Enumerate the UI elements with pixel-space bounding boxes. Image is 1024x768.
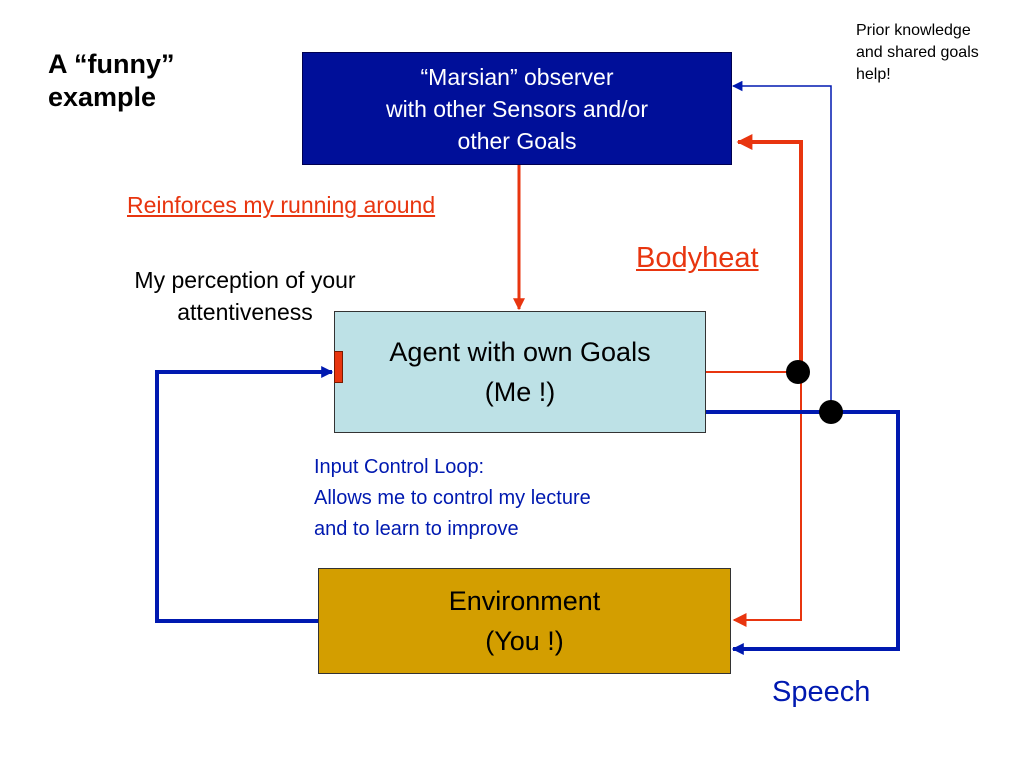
reinforces-label: Reinforces my running around [127,192,436,218]
observer-box: “Marsian” observer with other Sensors an… [302,52,732,165]
bodyheat-arrow [736,134,803,372]
junction-dot-red [786,360,810,384]
speech-label: Speech [772,676,871,708]
speech-arrow [706,410,900,655]
agent-box: Agent with own Goals (Me !) [334,311,706,433]
junction-dot-blue [819,400,843,424]
prior-knowledge-note: Prior knowledge and shared goals help! [856,22,979,83]
bodyheat-label: Bodyheat [636,242,759,274]
agent-sensor [334,351,343,383]
agent-red-output [706,371,802,627]
slide-title: A “funny” example [48,49,175,112]
environment-box: Environment (You !) [318,568,731,674]
input-loop-arrow [155,366,334,623]
input-loop-label: Input Control Loop: Allows me to control… [314,456,591,540]
perception-label: My perception of your attentiveness [134,267,356,325]
observer-blue-input [731,80,832,412]
